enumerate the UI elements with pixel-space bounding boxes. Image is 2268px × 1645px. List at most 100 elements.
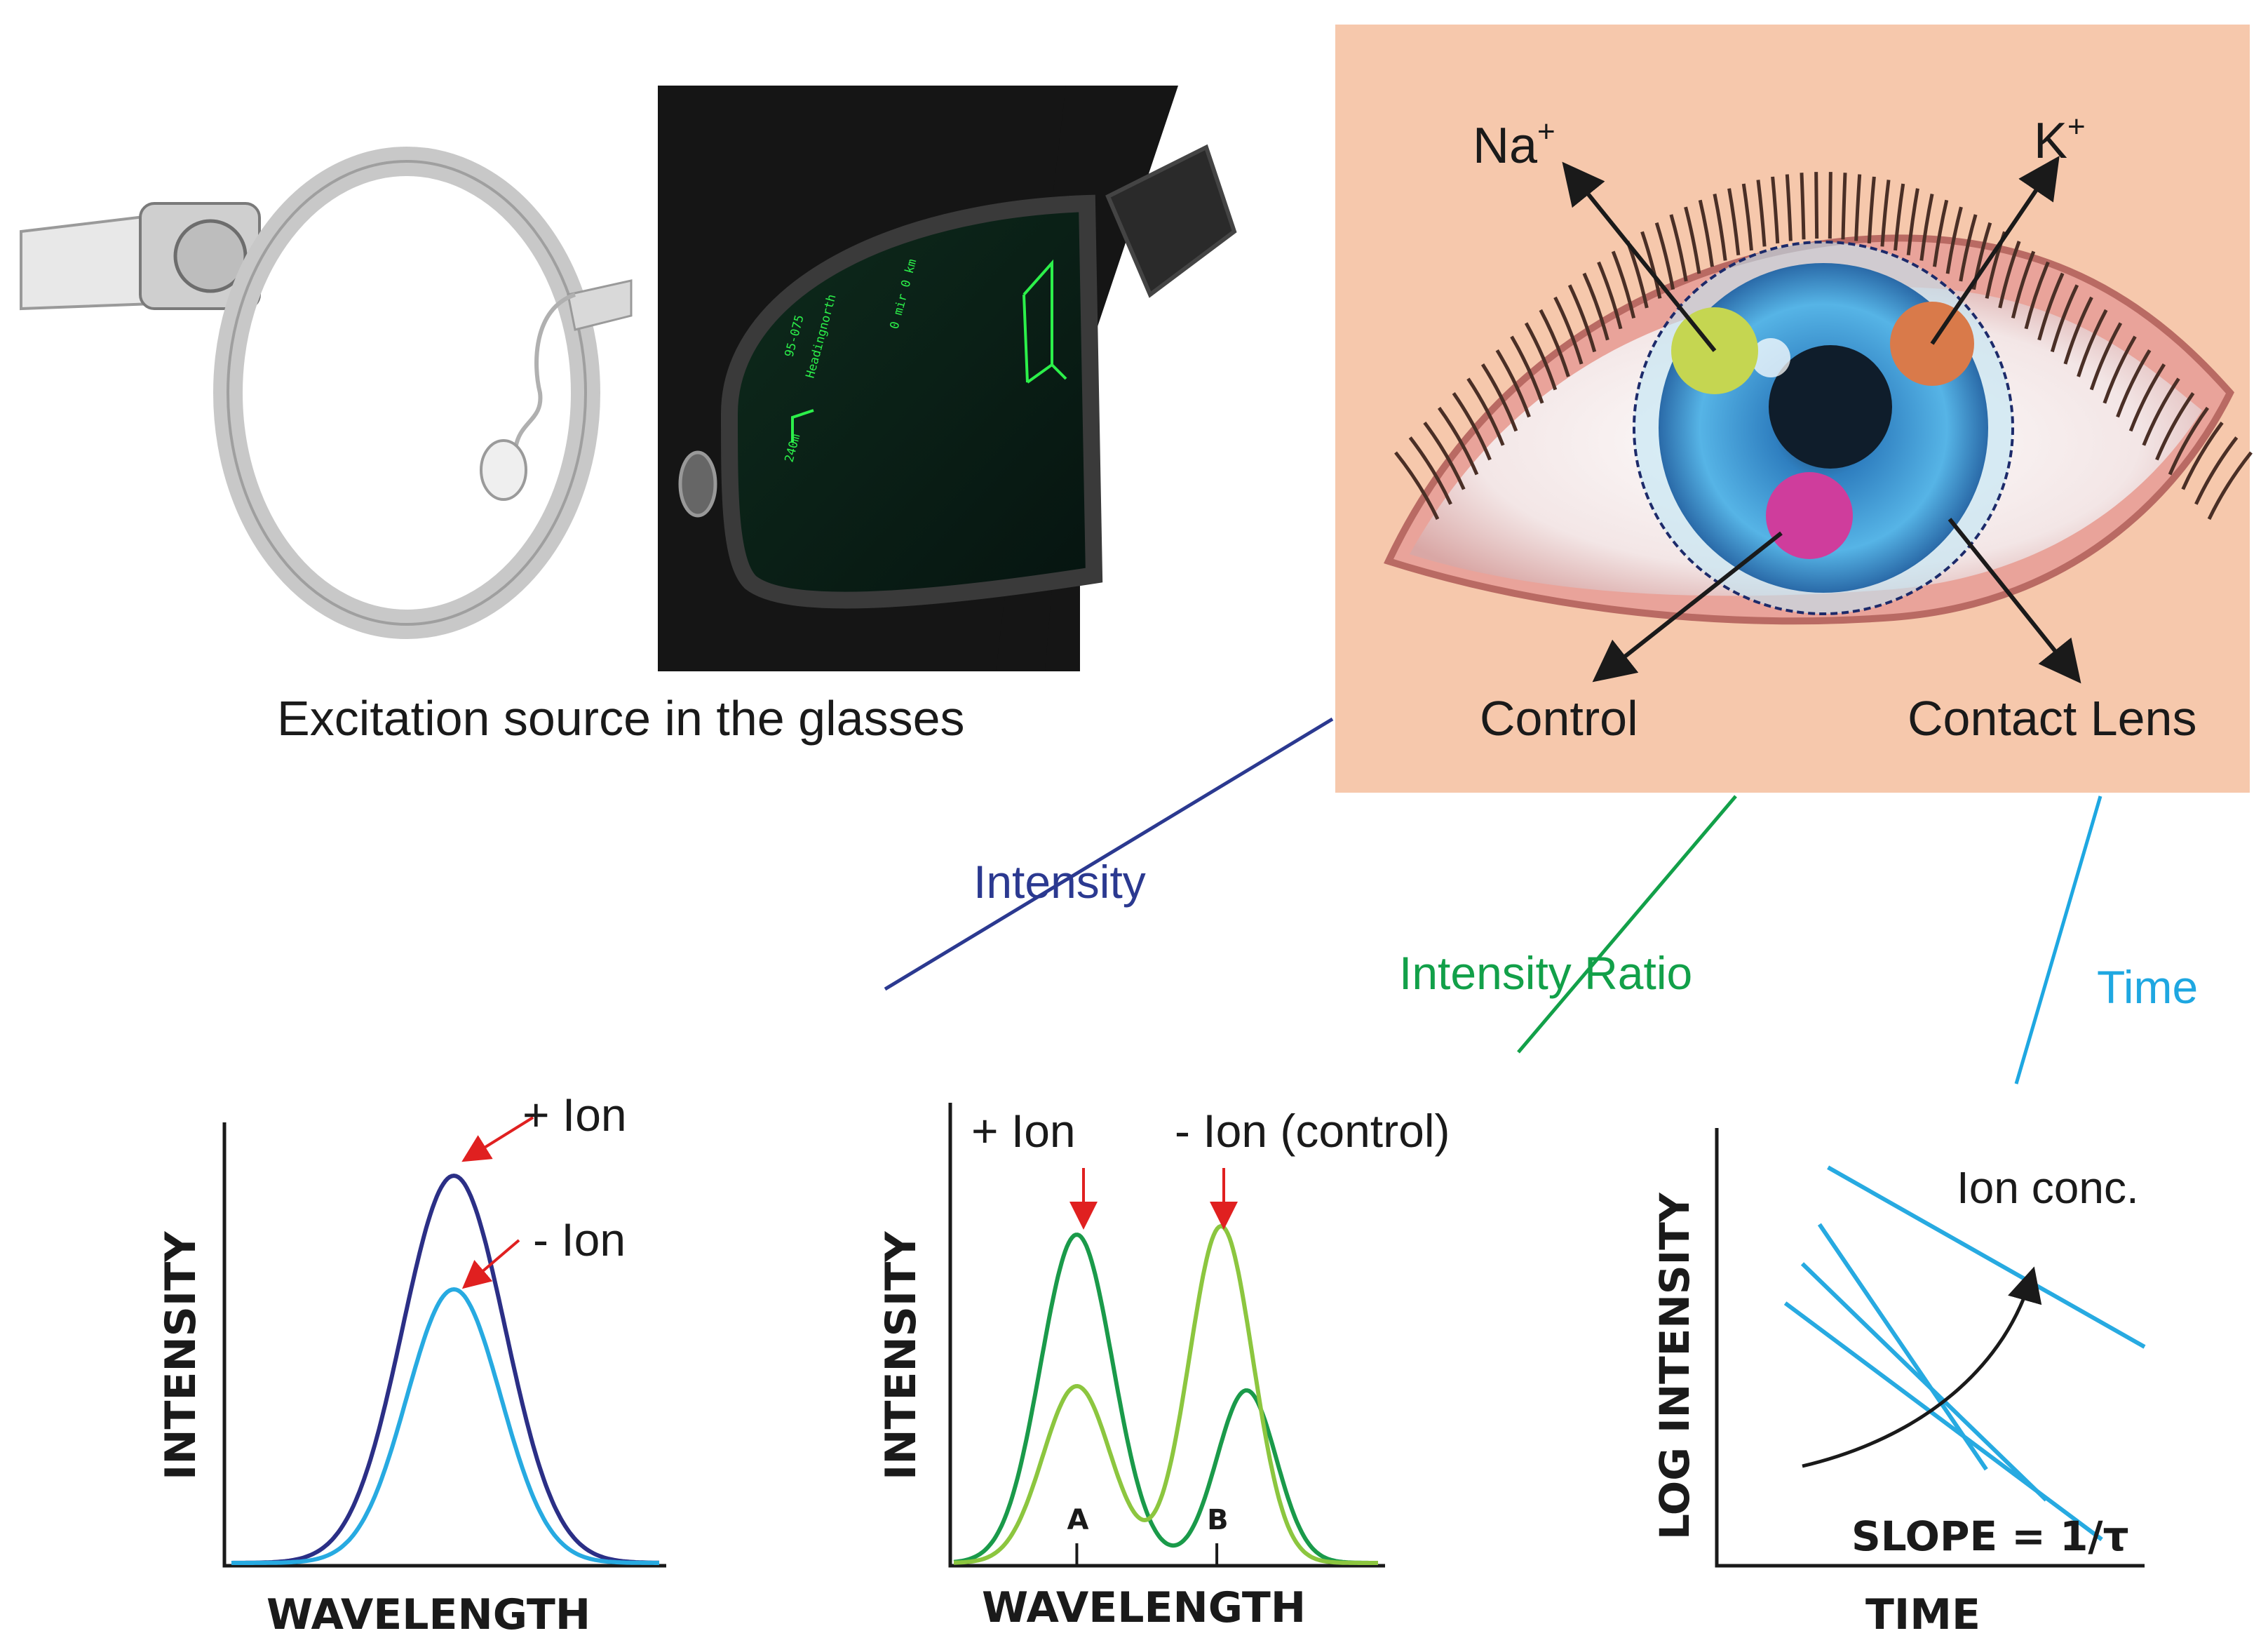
chart2-ylabel: INTENSITY (877, 1230, 926, 1480)
chart3-xlabel: TIME (1865, 1590, 1980, 1639)
eyelash (1669, 214, 1688, 282)
contact-lens-arrow (1948, 518, 2081, 684)
control-label: Control (1480, 691, 1638, 746)
hud-wireframe-icon (1022, 259, 1067, 384)
chart3-ylabel: LOG INTENSITY (1651, 1192, 1699, 1540)
eyelash (1785, 174, 1793, 241)
eyelash (1998, 241, 2021, 309)
eyelash (2024, 261, 2050, 330)
chart2-plus-ion-label: + Ion (971, 1105, 1076, 1157)
chart1-series-minus-ion (231, 1287, 659, 1565)
chart1-xlabel: WAVELENGTH (266, 1590, 590, 1639)
eyelash (1713, 193, 1727, 261)
eyelash (2011, 250, 2036, 318)
chart3-decay-line-2 (1800, 1262, 2048, 1502)
time-connector (2014, 795, 2102, 1085)
eyelash (1480, 363, 1518, 432)
eyelash (2037, 272, 2065, 341)
chart3-trend-label: Ion conc. (1957, 1162, 2139, 1213)
eyelash (2155, 392, 2195, 461)
eyelash (1880, 180, 1891, 247)
pupil (1769, 345, 1892, 469)
eyelash (1394, 451, 1440, 521)
eyelash (2128, 363, 2166, 432)
k-arrow (1930, 156, 2060, 345)
eyelash (2207, 451, 2253, 521)
eyelash (1741, 183, 1753, 251)
eyelash (1945, 206, 1963, 274)
svg-text:Na+: Na+ (1473, 114, 1555, 174)
eye-panel: Na+ K+ Control Contact Lens (1335, 25, 2253, 793)
eyelash (1510, 335, 1544, 404)
eyelash (1894, 183, 1905, 251)
na-charge: + (1537, 114, 1555, 149)
eyelash (1841, 173, 1847, 240)
chart1-axes (222, 1122, 666, 1568)
intensity-ratio-label: Intensity Ratio (1399, 947, 1692, 999)
eyelash (1495, 349, 1531, 418)
glasses-caption: Excitation source in the glasses (277, 691, 965, 746)
chart3-decay-line-4 (1827, 1165, 2146, 1349)
na-arrow (1562, 161, 1717, 352)
chart3-decay-line-1 (1817, 1223, 1988, 1471)
eyelash (2102, 335, 2137, 404)
eyelash (1539, 309, 1570, 377)
eyelash (1553, 296, 1584, 365)
svg-text:K+: K+ (2034, 109, 2086, 169)
chart2-series-plus-ion (953, 1233, 1378, 1565)
chart2-minus-ion-label: - Ion (control) (1175, 1105, 1450, 1157)
chart1-series-plus-ion (231, 1173, 659, 1565)
eyelash (2142, 377, 2180, 446)
eyelash (1423, 421, 1466, 490)
eyelash (1932, 199, 1949, 267)
eyelash (1640, 231, 1662, 299)
chart2-series-group (953, 1223, 1378, 1565)
time-label: Time (2097, 961, 2198, 1013)
eyelash (2077, 309, 2108, 377)
eyelash (1466, 377, 1505, 446)
eyelash (2063, 296, 2093, 365)
smart-glasses-photo: 95-075 Headingnorth 240m 0 mir 0 km (658, 86, 1237, 671)
eyelash (2168, 406, 2210, 476)
hud-turn-arrow-icon (791, 409, 814, 442)
eyelash (1611, 250, 1636, 318)
intensity-connector (884, 717, 1334, 991)
contact-lens-label: Contact Lens (1908, 691, 2196, 746)
eyelash (1654, 222, 1675, 290)
eyelash (1452, 392, 1492, 461)
eyelash (1867, 176, 1876, 244)
eyelash (2050, 284, 2079, 353)
eyelash (1800, 173, 1806, 240)
k-charge: + (2067, 109, 2086, 144)
eye-highlight (1751, 338, 1790, 377)
chart-intensity: INTENSITY WAVELENGTH + Ion - Ion (156, 1089, 666, 1639)
chart2-tick-label-a: A (1067, 1504, 1088, 1536)
chart2-axes (948, 1103, 1385, 1568)
intensity-ratio-connector (1517, 795, 1737, 1054)
chart3-axes (1715, 1128, 2145, 1568)
chart1-minus-ion-label: - Ion (533, 1214, 626, 1265)
chart3-series-group (1783, 1165, 2146, 1541)
eyelash (1684, 206, 1701, 274)
eyelash (1906, 188, 1919, 255)
chart1-plus-ion-label: + Ion (522, 1089, 627, 1141)
eyelash (1756, 180, 1767, 247)
chart2-series-minus-ion-control (954, 1223, 1378, 1565)
eyelash (1814, 172, 1819, 239)
eyelash (2181, 421, 2224, 490)
eyelash (1582, 272, 1609, 341)
chart1-series-group (231, 1173, 659, 1565)
eyelash (2194, 436, 2239, 505)
control-arrow (1592, 531, 1783, 683)
eyelash (1597, 261, 1623, 330)
eyelash (1567, 284, 1597, 353)
eyelash (2089, 322, 2123, 391)
eyelash (1959, 214, 1978, 282)
eyelash (1698, 199, 1715, 267)
eyelash (1919, 193, 1934, 261)
eyelash (1854, 174, 1862, 241)
eyelash (1408, 436, 1452, 505)
